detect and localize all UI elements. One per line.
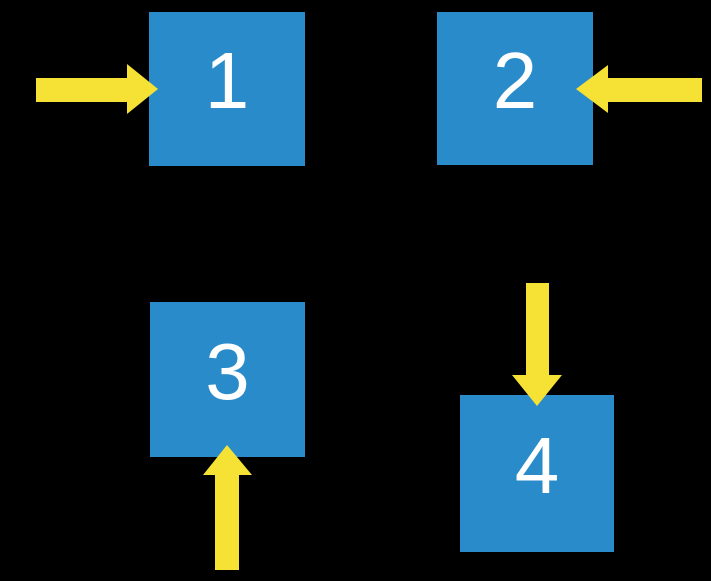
arrow-right-into-box-1 xyxy=(36,64,158,114)
box-3: 3 xyxy=(150,302,305,457)
arrow-up-into-box-3 xyxy=(203,445,252,570)
box-2-label: 2 xyxy=(492,35,538,125)
box-3-label: 3 xyxy=(205,326,250,416)
arrow-down-into-box-4 xyxy=(512,283,562,406)
box-4-label: 4 xyxy=(514,420,560,510)
box-2: 2 xyxy=(437,12,593,165)
box-1-label: 1 xyxy=(204,36,250,125)
box-1: 1 xyxy=(149,12,305,166)
arrow-left-into-box-2 xyxy=(576,65,702,113)
box-4: 4 xyxy=(460,395,614,552)
